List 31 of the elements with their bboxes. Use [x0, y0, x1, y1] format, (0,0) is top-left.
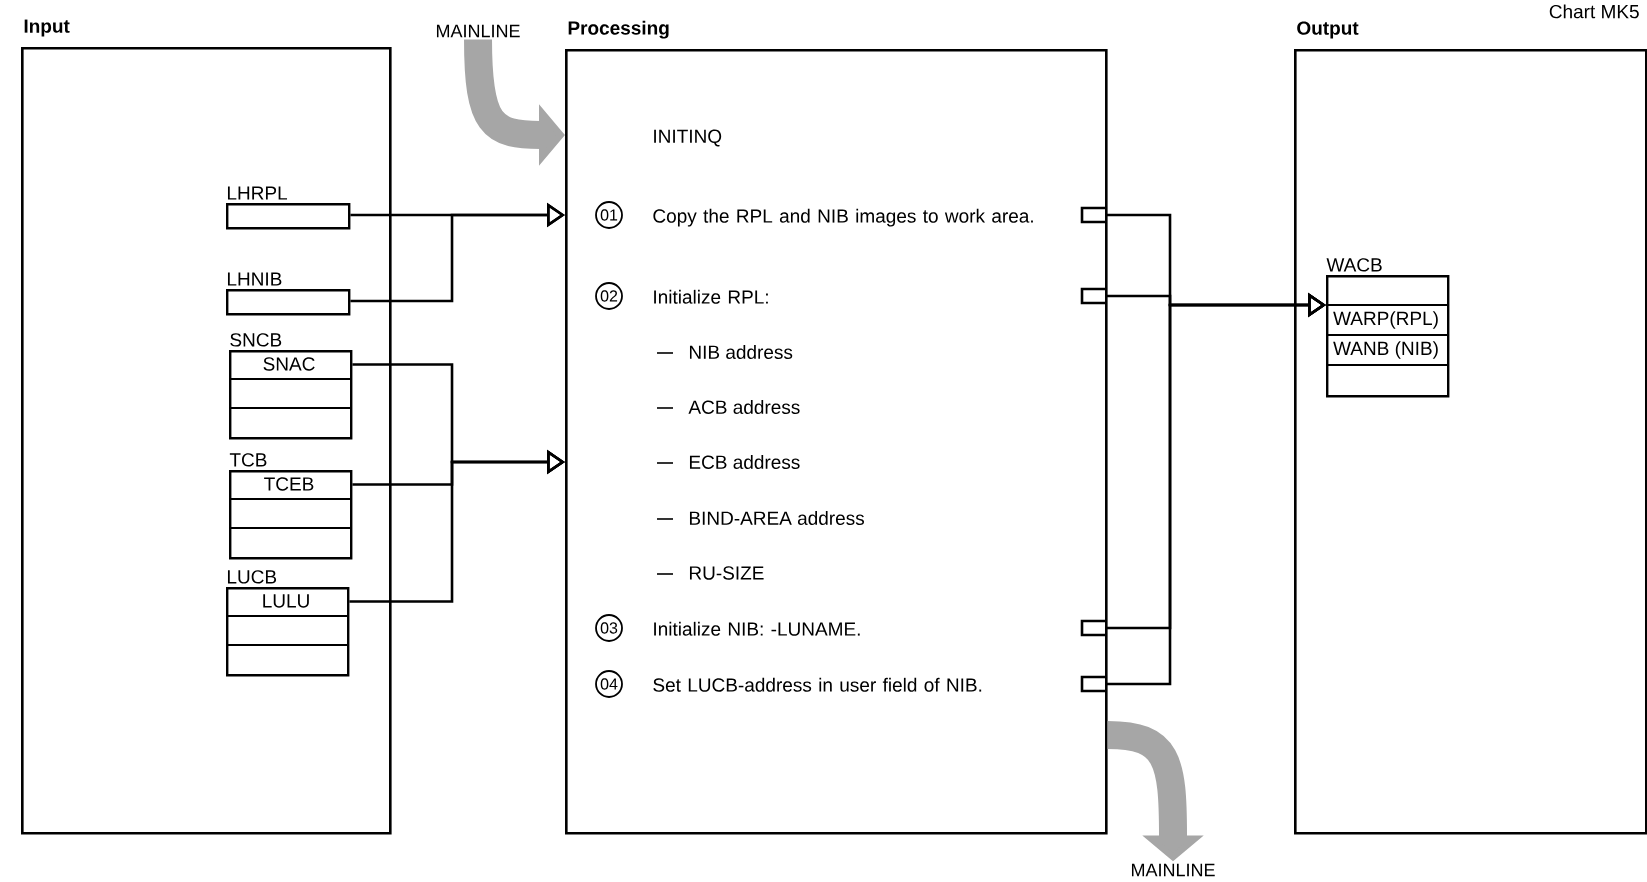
field-name: LULU: [263, 594, 309, 608]
chart-id: Chart MK5: [1549, 4, 1639, 19]
sub-item: ECB address: [690, 455, 800, 469]
step-text: Copy the RPL and NIB images to work area.: [653, 208, 1033, 227]
field-name: TCEB: [264, 477, 314, 491]
block-name: TCB: [229, 453, 267, 467]
block-name: LHNIB: [228, 272, 282, 286]
step-number: 04: [595, 670, 623, 698]
block-name: SNCB: [230, 333, 282, 347]
routine-name: INITINQ: [654, 129, 722, 147]
step-number: 02: [595, 282, 623, 310]
flow-label: MAINLINE: [437, 24, 520, 38]
sub-item: BIND-AREA address: [690, 511, 865, 525]
step-text: Set LUCB-address in user field of NIB.: [653, 677, 982, 692]
block-name: LHRPL: [228, 186, 288, 200]
sub-item: NIB address: [690, 345, 793, 359]
field-name: WANB (NIB): [1333, 341, 1438, 359]
block-name: WACB: [1326, 258, 1382, 272]
flow-label: MAINLINE: [1132, 863, 1215, 877]
block-name: LUCB: [228, 570, 277, 584]
panel-heading: Output: [1297, 21, 1359, 39]
field-name: WARP(RPL): [1333, 311, 1438, 329]
sub-item: RU-SIZE: [690, 566, 764, 580]
panel-heading: Input: [24, 19, 70, 37]
field-name: SNAC: [263, 357, 315, 371]
panel-heading: Processing: [568, 20, 669, 39]
step-text: Initialize RPL:: [654, 289, 768, 304]
step-number: 01: [595, 201, 623, 229]
step-number: 03: [595, 614, 623, 642]
sub-item: ACB address: [688, 400, 800, 414]
step-text: Initialize NIB: -LUNAME.: [654, 621, 860, 636]
